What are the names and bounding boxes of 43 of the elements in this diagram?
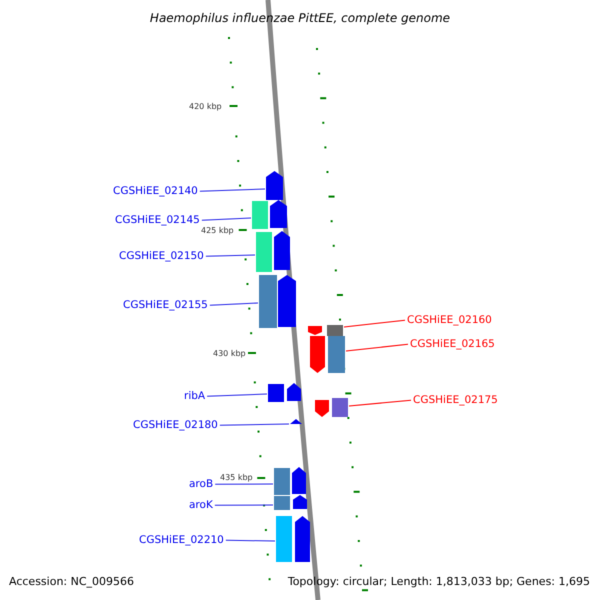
gene-feature xyxy=(259,275,296,328)
leader-line xyxy=(225,540,276,542)
gene-feature xyxy=(276,516,310,562)
leader-line xyxy=(214,484,274,485)
gene-label: CGSHiEE_02165 xyxy=(410,339,495,350)
leader-line xyxy=(219,424,290,426)
gene-label: CGSHiEE_02210 xyxy=(139,535,224,546)
gene-feature xyxy=(274,467,306,495)
gene-label: CGSHiEE_02150 xyxy=(119,251,204,262)
leader-line xyxy=(209,302,258,306)
leader-line xyxy=(214,504,274,506)
gene-feature xyxy=(315,398,348,417)
gene-label: CGSHiEE_02140 xyxy=(113,186,198,196)
leader-line xyxy=(344,320,406,328)
leader-line xyxy=(201,218,252,221)
scale-label: 435 kbp xyxy=(220,474,253,482)
gene-label: CGSHiEE_02180 xyxy=(133,420,218,430)
scale-label: 425 kbp xyxy=(201,227,234,235)
gene-feature xyxy=(290,419,302,424)
gene-feature xyxy=(308,325,343,336)
scale-label: 430 kbp xyxy=(213,350,246,358)
leader-line xyxy=(199,188,266,192)
leader-line xyxy=(346,344,408,352)
gene-feature xyxy=(266,171,283,200)
leader-line xyxy=(348,400,412,406)
gene-label: CGSHiEE_02160 xyxy=(407,315,492,326)
gene-label: CGSHiEE_02145 xyxy=(115,215,200,226)
gene-feature xyxy=(268,383,301,402)
gene-label: aroB xyxy=(189,479,214,490)
gene-feature xyxy=(310,336,345,373)
gene-feature xyxy=(252,200,287,229)
gene-label: CGSHiEE_02175 xyxy=(413,395,498,406)
gene-label: aroK xyxy=(189,500,213,510)
scale-label: 420 kbp xyxy=(189,103,222,111)
title: Haemophilus influenzae PittEE, complete genome xyxy=(148,12,452,24)
accession-text: Accession: NC_009566 xyxy=(9,576,134,587)
genome-summary: Topology: circular; Length: 1,813,033 bp; Genes: 1,695 xyxy=(288,576,590,587)
gene-feature xyxy=(274,495,307,510)
gene-label: ribA xyxy=(184,391,206,402)
gene-label: CGSHiEE_02155 xyxy=(123,300,208,310)
leader-line xyxy=(205,254,256,257)
gene-feature xyxy=(256,231,290,272)
leader-line xyxy=(206,394,268,397)
